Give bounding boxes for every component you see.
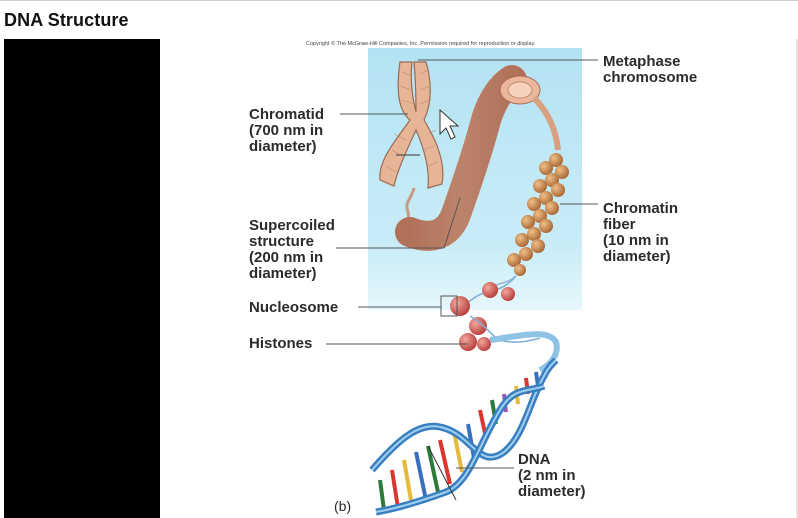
label-dna: DNA (2 nm in diameter) (518, 451, 586, 500)
label-nucleosome: Nucleosome (249, 299, 338, 316)
label-chromatin-fiber: Chromatin fiber (10 nm in diameter) (603, 200, 682, 265)
leader-lines (326, 59, 598, 469)
top-divider (0, 0, 798, 1)
dna-double-helix (369, 357, 559, 516)
copyright-notice: Copyright © The McGraw-Hill Companies, I… (306, 40, 536, 47)
mouse-cursor-icon (439, 108, 460, 140)
page-title: DNA Structure (4, 10, 129, 30)
chromatin-fiber (491, 153, 569, 289)
black-side-panel (4, 39, 160, 518)
label-chromatid: Chromatid (700 nm in diameter) (249, 106, 328, 155)
dna-ribbon (489, 331, 560, 373)
supercoiled-structure (395, 65, 561, 251)
label-metaphase-chromosome: Metaphase chromosome (603, 53, 697, 86)
label-histones: Histones (249, 335, 312, 352)
label-supercoiled-structure: Supercoiled structure (200 nm in diamete… (249, 217, 339, 282)
nucleosomes (440, 275, 541, 351)
panel-tag: (b) (334, 498, 351, 514)
metaphase-chromosome (379, 61, 444, 234)
right-edge (796, 39, 798, 518)
